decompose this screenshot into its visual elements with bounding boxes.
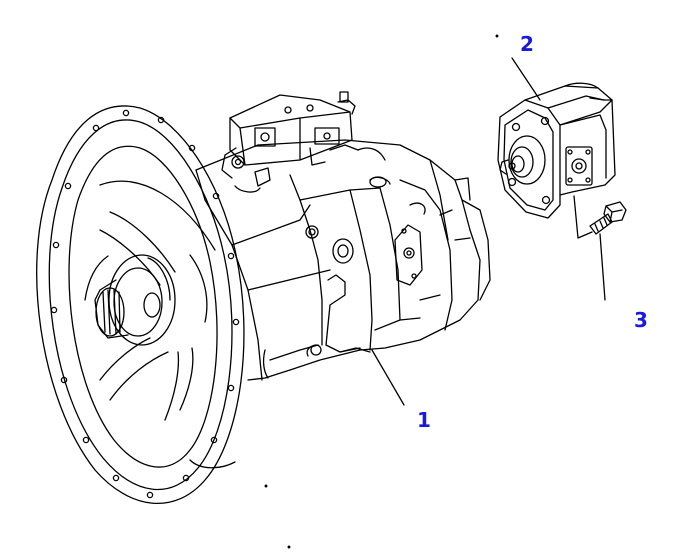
pump-body xyxy=(195,139,491,381)
callout-number-3[interactable]: 3 xyxy=(634,308,648,332)
leader-line-3 xyxy=(599,233,606,301)
flange-bolt-holes xyxy=(50,109,240,499)
mounting-bolt-icon[interactable] xyxy=(589,201,627,301)
leader-line-bolt xyxy=(573,195,593,239)
callout-number-1[interactable]: 1 xyxy=(417,408,431,432)
input-shaft xyxy=(94,254,176,346)
gear-pump-icon[interactable] xyxy=(497,57,616,239)
regulator-valve-block xyxy=(221,91,359,193)
leader-line-1 xyxy=(371,349,405,406)
leader-line-2 xyxy=(511,57,541,101)
callout-number-2[interactable]: 2 xyxy=(520,32,534,56)
flywheel-flange xyxy=(36,105,245,505)
hydraulic-main-pump-icon[interactable] xyxy=(36,91,491,505)
